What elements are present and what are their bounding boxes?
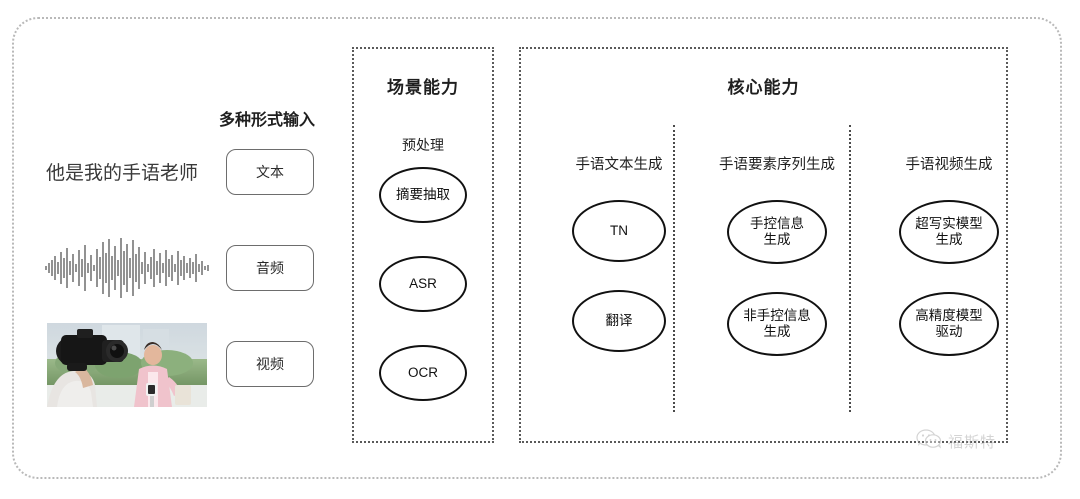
core-node-manual-signal-generation[interactable]: 手控信息 生成 (727, 200, 827, 264)
scene-node-asr[interactable]: ASR (379, 256, 467, 312)
node-spacer (689, 264, 865, 292)
core-column-sign-element-sequence-generation: 手语要素序列生成 手控信息 生成 非手控信息 生成 (689, 153, 865, 356)
input-section-heading: 多种形式输入 (219, 112, 316, 129)
node-spacer (539, 262, 699, 290)
scene-node-list: 摘要抽取 ASR OCR (354, 167, 492, 434)
watermark-text: 福斯特 (948, 434, 997, 451)
core-node-line-1: 非手控信息 (743, 308, 811, 324)
core-capability-panel: 核心能力 手语文本生成 TN 翻译 手语要素序列生成 手控信息 生成 (519, 47, 1008, 443)
core-panel-title: 核心能力 (727, 78, 800, 97)
core-node-hyperreal-model-generation[interactable]: 超写实模型 生成 (899, 200, 999, 264)
core-column-sign-video-generation: 手语视频生成 超写实模型 生成 高精度模型 驱动 (869, 153, 1029, 356)
core-column-divider-1 (673, 125, 675, 412)
wechat-icon (916, 429, 942, 454)
core-node-line-1: 手控信息 (750, 216, 804, 232)
core-node-line-2: 生成 (763, 324, 791, 339)
core-node-non-manual-signal-generation[interactable]: 非手控信息 生成 (727, 292, 827, 356)
scene-node-summary-extraction[interactable]: 摘要抽取 (379, 167, 467, 223)
scene-node-ocr[interactable]: OCR (379, 345, 467, 401)
input-modality-button-audio[interactable]: 音频 (226, 245, 314, 291)
outer-frame (12, 17, 1062, 479)
scene-panel-subtitle: 预处理 (402, 137, 444, 153)
video-thumbnail-icon (47, 323, 207, 407)
core-column-label: 手语视频生成 (905, 157, 993, 173)
core-node-line-1: TN (610, 223, 628, 239)
core-node-translation[interactable]: 翻译 (572, 290, 666, 352)
core-node-line-1: 超写实模型 (915, 216, 983, 232)
core-node-line-2: 生成 (935, 232, 963, 247)
input-modality-button-text[interactable]: 文本 (226, 149, 314, 195)
core-column-sign-text-generation: 手语文本生成 TN 翻译 (539, 153, 699, 352)
core-node-tn[interactable]: TN (572, 200, 666, 262)
audio-waveform-icon (44, 236, 212, 300)
core-column-label: 手语要素序列生成 (719, 157, 835, 173)
input-modality-button-video[interactable]: 视频 (226, 341, 314, 387)
watermark: 福斯特 (916, 429, 996, 454)
scene-panel-title: 场景能力 (387, 78, 459, 97)
core-column-divider-2 (849, 125, 851, 412)
sample-input-text: 他是我的手语老师 (46, 163, 199, 184)
core-node-line-1: 高精度模型 (915, 308, 983, 324)
core-node-line-1: 翻译 (605, 313, 633, 329)
node-spacer (869, 264, 1029, 292)
core-node-line-2: 驱动 (935, 324, 963, 339)
core-node-line-2: 生成 (763, 232, 791, 247)
core-column-label: 手语文本生成 (575, 157, 663, 173)
scene-capability-panel: 场景能力 预处理 摘要抽取 ASR OCR (352, 47, 494, 443)
core-node-high-precision-model-driving[interactable]: 高精度模型 驱动 (899, 292, 999, 356)
